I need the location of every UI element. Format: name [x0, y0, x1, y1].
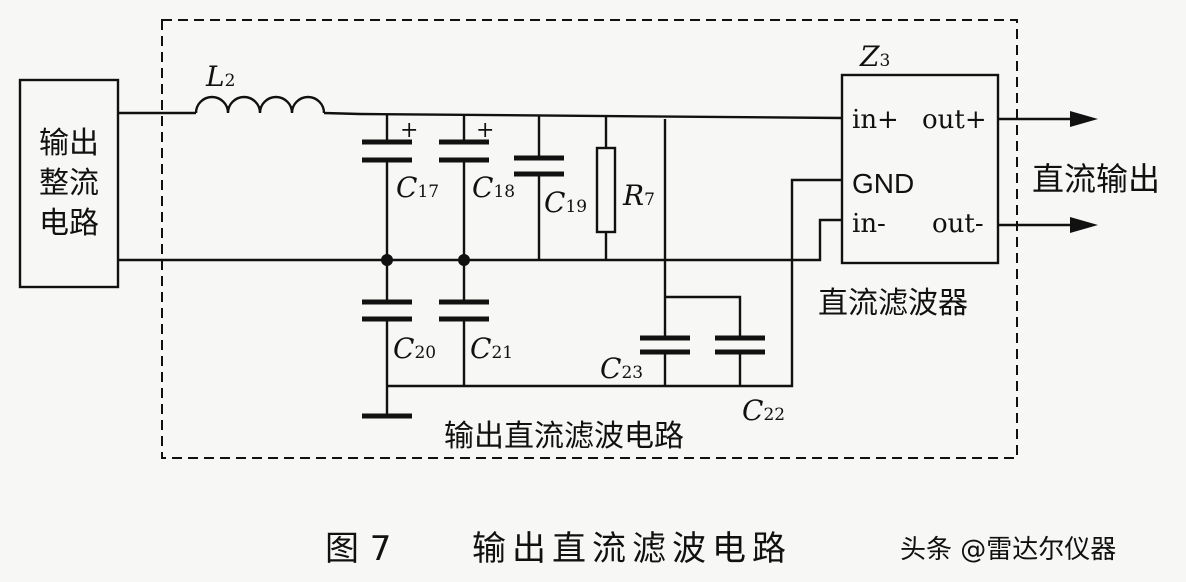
label-c17: C17 — [396, 171, 439, 204]
figure-number: 图 7 — [325, 529, 391, 569]
polarity-mark-c17: + — [400, 118, 418, 143]
label-l2: L2 — [205, 60, 235, 93]
filter-module-z3 — [840, 73, 1000, 265]
resistor-r7 — [595, 146, 617, 234]
wire-ground-bus — [387, 178, 842, 388]
capacitor-c17 — [362, 139, 412, 163]
polarity-mark-c18: + — [476, 118, 494, 143]
pin-out-plus: out+ — [922, 105, 987, 135]
capacitor-c19 — [514, 155, 564, 177]
wire-top-rail — [323, 111, 843, 120]
wire-c22-branch — [665, 295, 742, 337]
capacitor-c18 — [439, 139, 489, 163]
capacitor-c21 — [439, 299, 489, 322]
filter-circuit-boundary — [161, 19, 1018, 459]
dashed-box-label: 输出直流滤波电路 — [444, 419, 684, 454]
figure-title: 输出直流滤波电路 — [472, 529, 792, 569]
arrow-out-plus-icon — [1070, 111, 1098, 127]
label-c21: C21 — [470, 332, 513, 365]
label-z3: Z3 — [859, 40, 890, 73]
arrow-out-minus-icon — [1070, 217, 1098, 233]
watermark: 头条 @雷达尔仪器 — [900, 535, 1116, 565]
capacitor-c20 — [362, 299, 412, 322]
label-c22: C22 — [742, 394, 785, 427]
wire-bottom-rail — [118, 218, 842, 262]
label-c23: C23 — [600, 352, 643, 385]
pin-in-plus: in+ — [852, 105, 899, 135]
rectifier-block — [18, 78, 120, 289]
label-c18: C18 — [472, 171, 515, 204]
capacitor-c22 — [715, 335, 765, 355]
pin-out-minus: out- — [932, 209, 984, 239]
label-c19: C19 — [544, 186, 587, 219]
pin-in-minus: in- — [852, 209, 886, 239]
rectifier-label-line2: 整流 — [39, 166, 99, 201]
label-r7: R7 — [622, 179, 655, 212]
rectifier-label-line3: 电路 — [39, 206, 99, 241]
label-c20: C20 — [393, 332, 436, 365]
inductor-l2 — [194, 95, 326, 114]
rectifier-label-line1: 输出 — [39, 126, 99, 161]
wire-c23-c22-to-ground — [663, 352, 742, 386]
filter-module-caption: 直流滤波器 — [818, 286, 968, 321]
pin-gnd: GND — [852, 168, 914, 199]
capacitor-c23 — [640, 335, 690, 355]
output-label: 直流输出 — [1032, 160, 1160, 198]
